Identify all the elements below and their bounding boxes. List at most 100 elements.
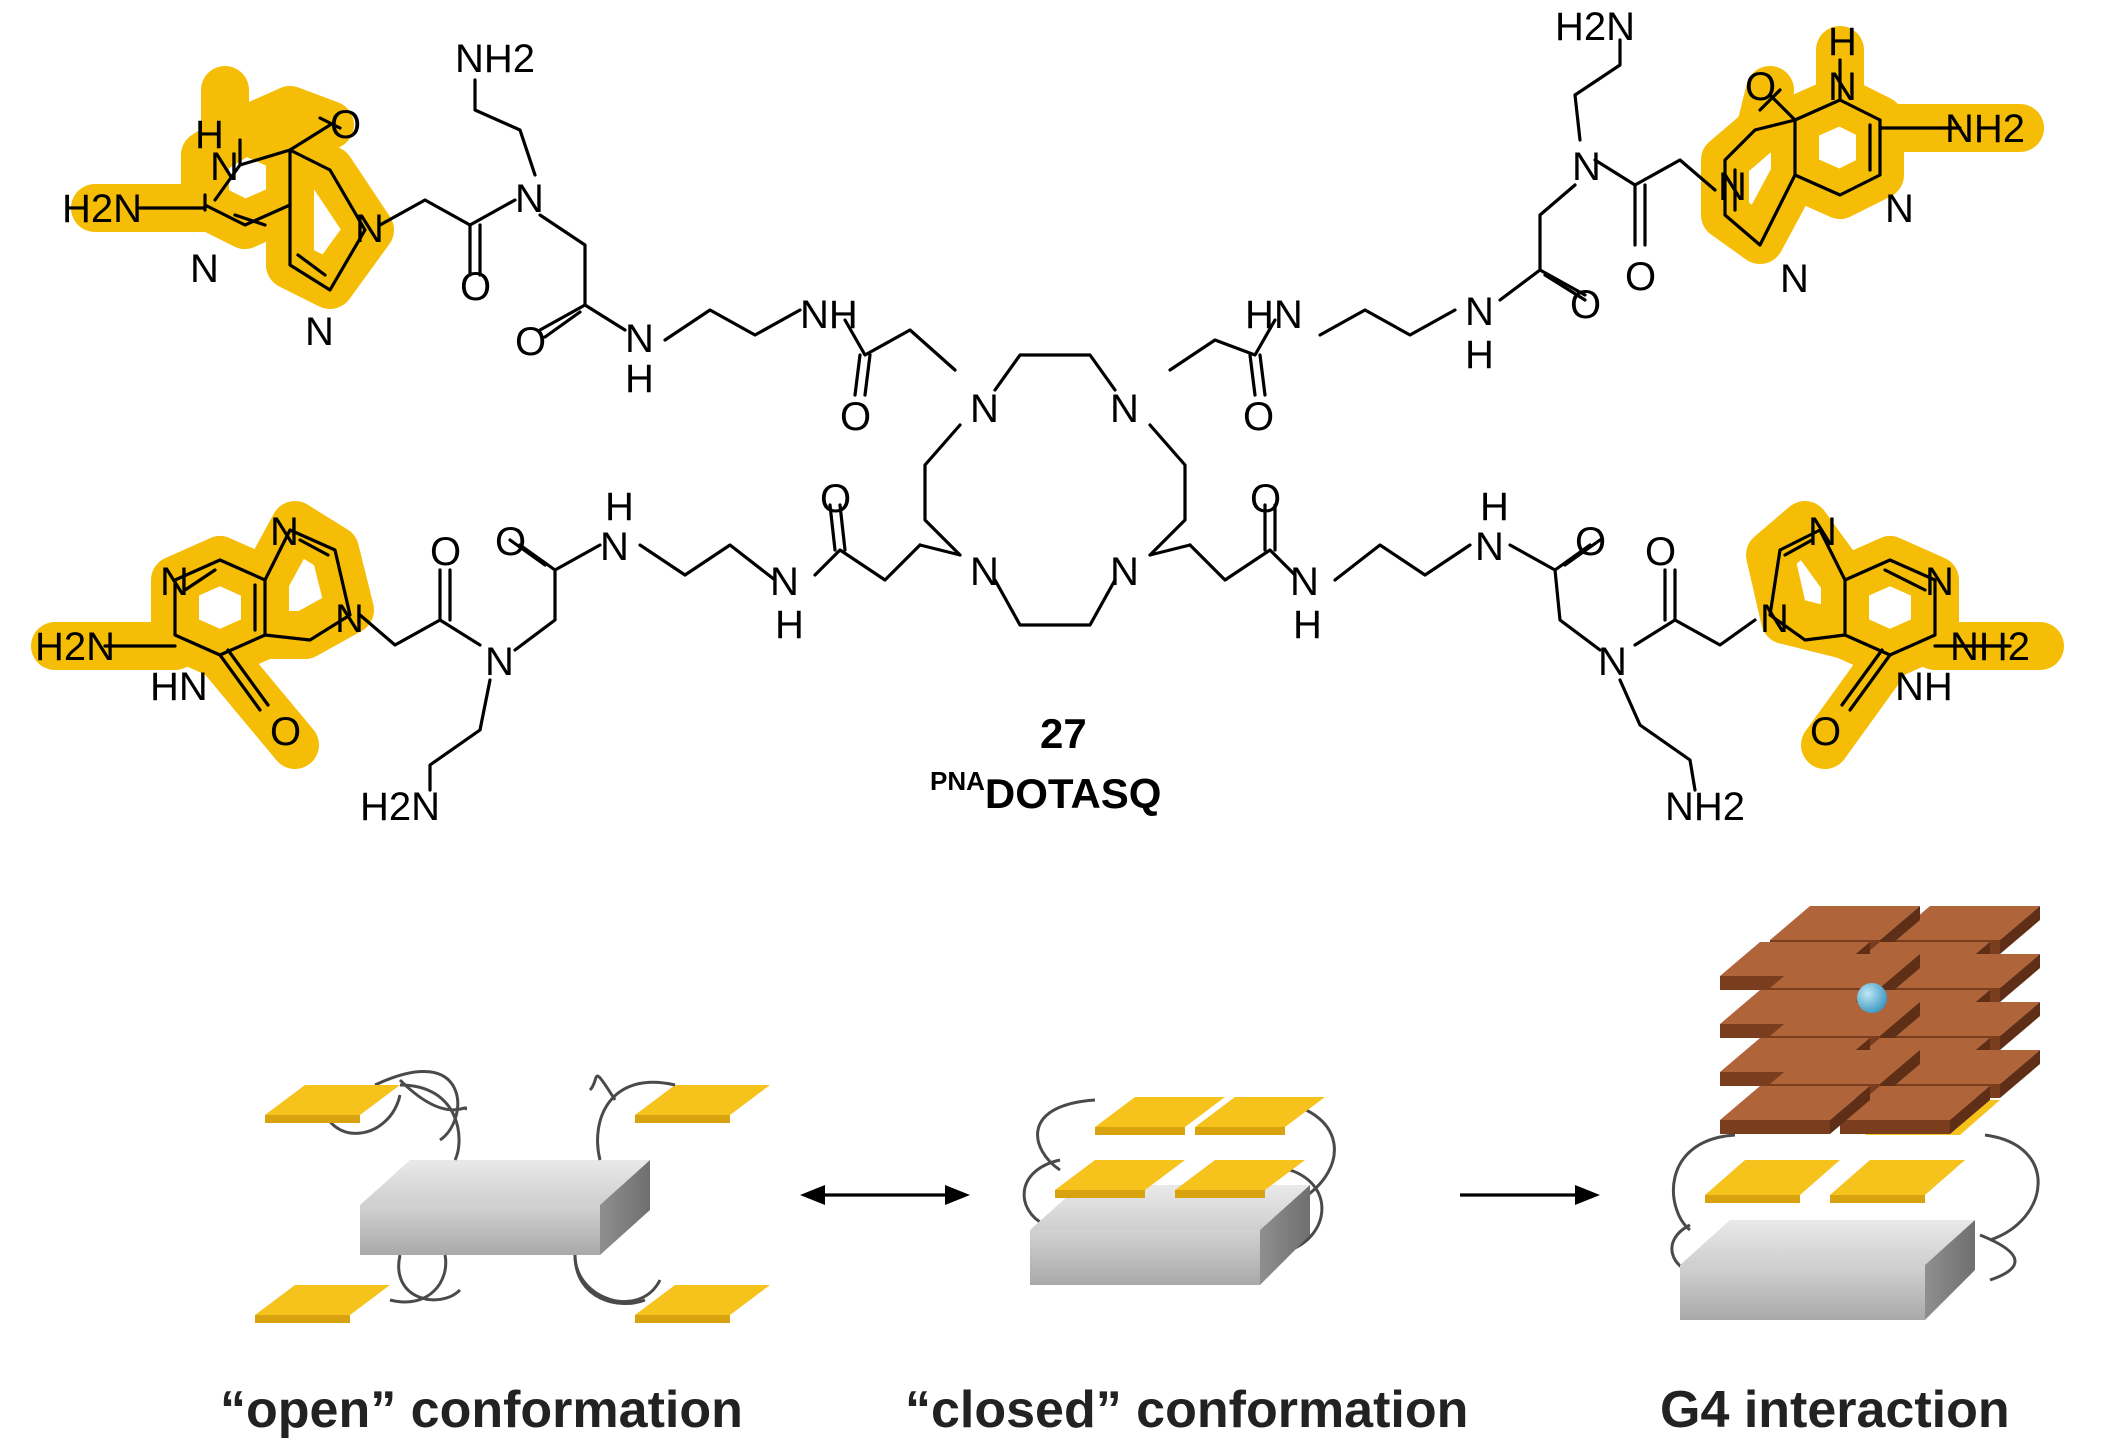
label-nh-h-ll: H — [605, 485, 634, 529]
label-n9-ur: N — [1718, 165, 1747, 209]
label-amine-top-ur: H2N — [1555, 5, 1635, 49]
label-o-gly-ul: O — [515, 320, 546, 364]
label-n9-lr: N — [1760, 597, 1789, 641]
label-amine-lr: NH2 — [1950, 625, 2030, 669]
label-n1-ur: N — [1828, 65, 1857, 109]
g-quartet-tile-side — [2000, 954, 2040, 1002]
label-amine-top-ul: NH2 — [455, 37, 535, 81]
bonds-upper-left — [138, 78, 957, 397]
label-nh-lr-backbone: N — [1475, 525, 1504, 569]
label-amide-h-lr: H — [1293, 603, 1322, 647]
platform-side — [1260, 1185, 1310, 1285]
cyclen-ring — [923, 353, 1187, 627]
g-quartet-tile — [1770, 954, 1920, 988]
label-o-acetyl-ul: O — [460, 265, 491, 309]
label-amide-nh-lr: N — [1290, 560, 1319, 604]
label-o-amide-lr: O — [1250, 477, 1281, 521]
bonds-lower-right — [1148, 503, 2012, 792]
g-quartet-tile-side — [1830, 1086, 1870, 1134]
label-n-backbone-lr: N — [1598, 640, 1627, 684]
label-n7-ll: N — [270, 510, 299, 554]
label-o-amide-ll: O — [820, 477, 851, 521]
g-quartet-tile — [1890, 906, 2040, 940]
g-quartet-tile — [1840, 1086, 1990, 1120]
reaction-arrow — [1460, 1185, 1600, 1205]
compound-name-superscript: PNA — [930, 766, 985, 796]
g-quartet-tile-edge — [1720, 1120, 1830, 1134]
label-o-ur: O — [1745, 65, 1776, 109]
compound-name-main: DOTASQ — [985, 770, 1162, 817]
label-n-backbone-ul: N — [515, 177, 544, 221]
label-h-ur: H — [1828, 20, 1857, 64]
label-o-ll: O — [270, 710, 301, 754]
label-o-acetyl-ur: O — [1625, 255, 1656, 299]
label-nh-h-lr: H — [1480, 485, 1509, 529]
g-quartet-tile — [1890, 954, 2040, 988]
g-quartet-tile-side — [1950, 1086, 1990, 1134]
g-quartet-tile-side — [2000, 906, 2040, 954]
platform-front — [1030, 1230, 1260, 1285]
label-o-gly-ur: O — [1570, 283, 1601, 327]
label-amide-hn-ur: HN — [1245, 293, 1303, 337]
g-quartet-tile — [1890, 1050, 2040, 1084]
caption-g4-interaction: G4 interaction — [1660, 1381, 2010, 1439]
g-quartet-tile-edge — [1840, 1120, 1950, 1134]
label-amine-bottom-lr: NH2 — [1665, 785, 1745, 829]
label-n9-ul: N — [355, 207, 384, 251]
chemical-structure: H2N H N O N N N O N NH2 O N H NH O NH2 H… — [31, 5, 2064, 829]
open-conformation-scheme — [255, 1070, 770, 1323]
label-nh-ul: N — [625, 317, 654, 361]
compound-name: PNADOTASQ — [930, 766, 1161, 817]
label-amine-bottom-ll: H2N — [360, 785, 440, 829]
metal-ion — [1857, 983, 1887, 1013]
g-quartet-tile — [1720, 1086, 1870, 1120]
equilibrium-arrow — [800, 1185, 970, 1205]
label-cyclen-n2: N — [1110, 387, 1139, 431]
label-nh-h-ur: H — [1465, 333, 1494, 377]
label-n3-lr: N — [1925, 560, 1954, 604]
label-amide-nh-ll: N — [770, 560, 799, 604]
label-nh-ll: N — [600, 525, 629, 569]
label-n3-ur: N — [1885, 187, 1914, 231]
guanine-plate — [1195, 1097, 1325, 1135]
guanine-plate — [1705, 1160, 1840, 1203]
guanine-plate — [635, 1085, 770, 1123]
bonds-upper-right — [1168, 38, 1962, 397]
label-n7-ul: N — [305, 310, 334, 354]
g-quartet-tile-side — [2000, 1050, 2040, 1098]
g-quartet-tile — [1890, 1002, 2040, 1036]
label-o-amide-ur: O — [1243, 395, 1274, 439]
guanine-plate — [635, 1285, 770, 1323]
platform-top — [1680, 1220, 1975, 1265]
label-n3-ll: N — [160, 560, 189, 604]
label-nh-h-ul: H — [625, 357, 654, 401]
guanine-plate — [255, 1285, 390, 1323]
label-nh-ur: N — [1465, 290, 1494, 334]
label-amide-h-ll: H — [775, 603, 804, 647]
label-n-backbone-ll: N — [485, 640, 514, 684]
closed-conformation-scheme — [1022, 1097, 1336, 1285]
label-o-acetyl-lr: O — [1645, 530, 1676, 574]
guanine-plate — [1055, 1160, 1185, 1198]
label-o-gly-ll: O — [495, 520, 526, 564]
compound-number: 27 — [1040, 710, 1087, 757]
guanine-plate — [1095, 1097, 1225, 1135]
label-amide-nh-ul: NH — [800, 293, 858, 337]
g4-interaction-scheme — [1670, 906, 2040, 1320]
platform-front — [1680, 1265, 1925, 1320]
g-quartet-tile-side — [2000, 1002, 2040, 1050]
bonds-lower-left — [103, 503, 962, 792]
platform-side — [1925, 1220, 1975, 1320]
label-nh-lr: NH — [1895, 665, 1953, 709]
platform-top — [360, 1160, 650, 1205]
label-amine-ul: H2N — [62, 187, 142, 231]
label-n9-ll: N — [335, 597, 364, 641]
label-n1-ul: N — [210, 145, 239, 189]
label-o-amide-ul: O — [840, 395, 871, 439]
g-quartet-tile — [1770, 906, 1920, 940]
platform-side — [600, 1160, 650, 1255]
label-o-lr: O — [1810, 710, 1841, 754]
caption-open-conformation: “open” conformation — [220, 1381, 743, 1439]
guanine-plate — [1830, 1160, 1965, 1203]
